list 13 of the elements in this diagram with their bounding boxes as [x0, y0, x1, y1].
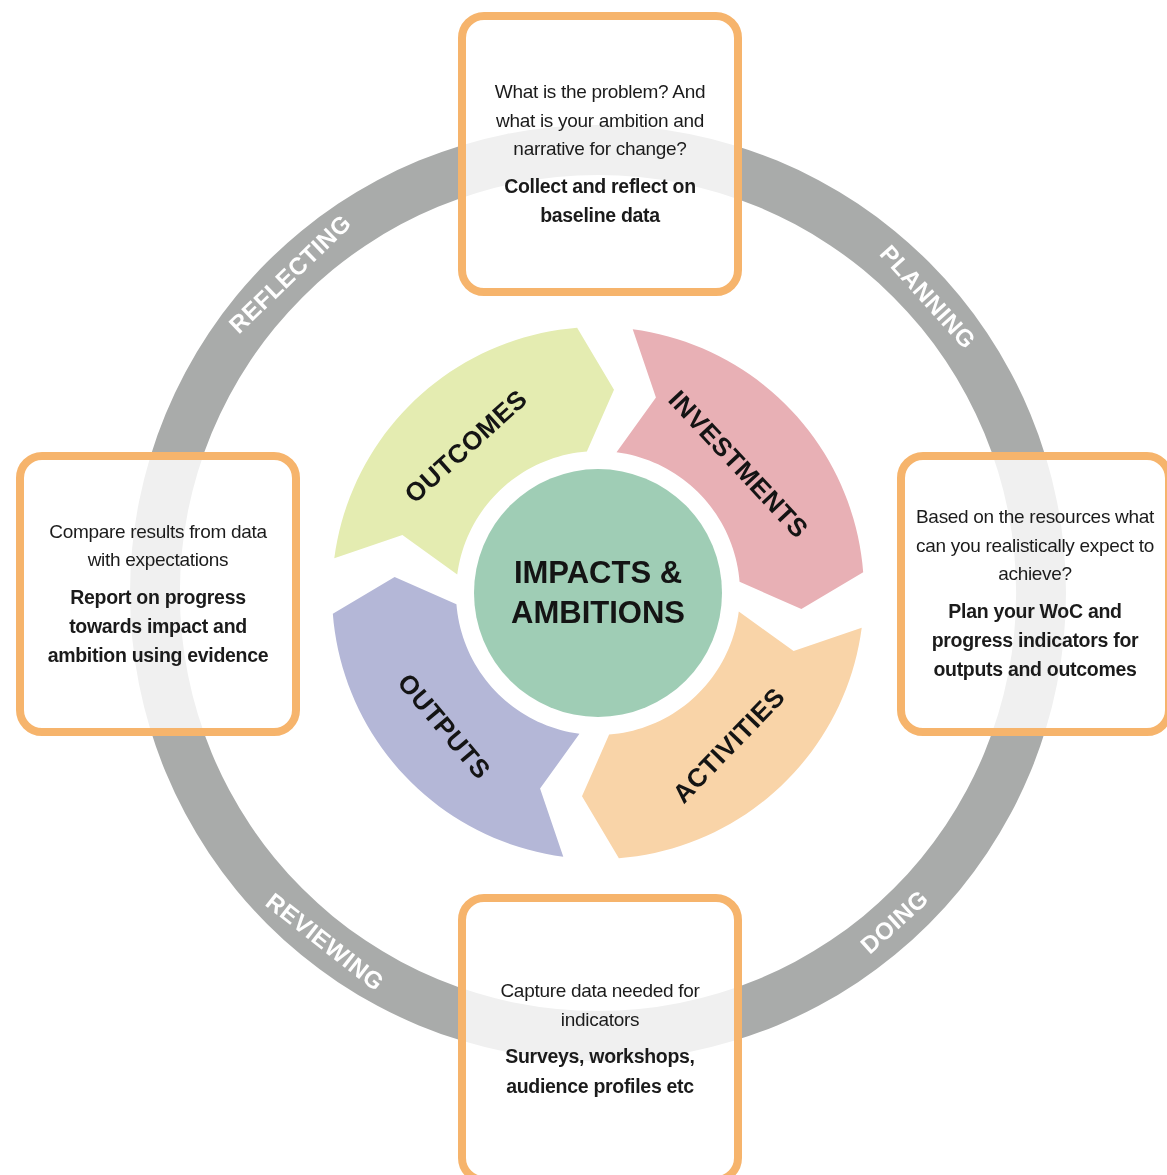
question-text: Compare results from data with expectations [48, 519, 268, 573]
step-card [16, 452, 300, 736]
action-text: Plan your WoC and progress indicators for outputs and outcomes [930, 598, 1140, 683]
step-card [897, 452, 1167, 736]
action-text: Report on progress towards impact and ambition using evidence [46, 584, 270, 669]
action-text: Collect and reflect on baseline data [503, 173, 697, 228]
question-text: What is the problem? And what is your ambition and narrative for change? [493, 80, 707, 161]
question-text: Capture data needed for indicators [499, 979, 701, 1032]
step-card [458, 894, 742, 1175]
question-text: Based on the resources what can you realistically expect to achieve? [915, 505, 1155, 587]
action-text: Surveys, workshops, audience profiles etc [504, 1044, 696, 1099]
center-label: IMPACTS & AMBITIONS [510, 553, 686, 632]
step-card [458, 12, 742, 296]
